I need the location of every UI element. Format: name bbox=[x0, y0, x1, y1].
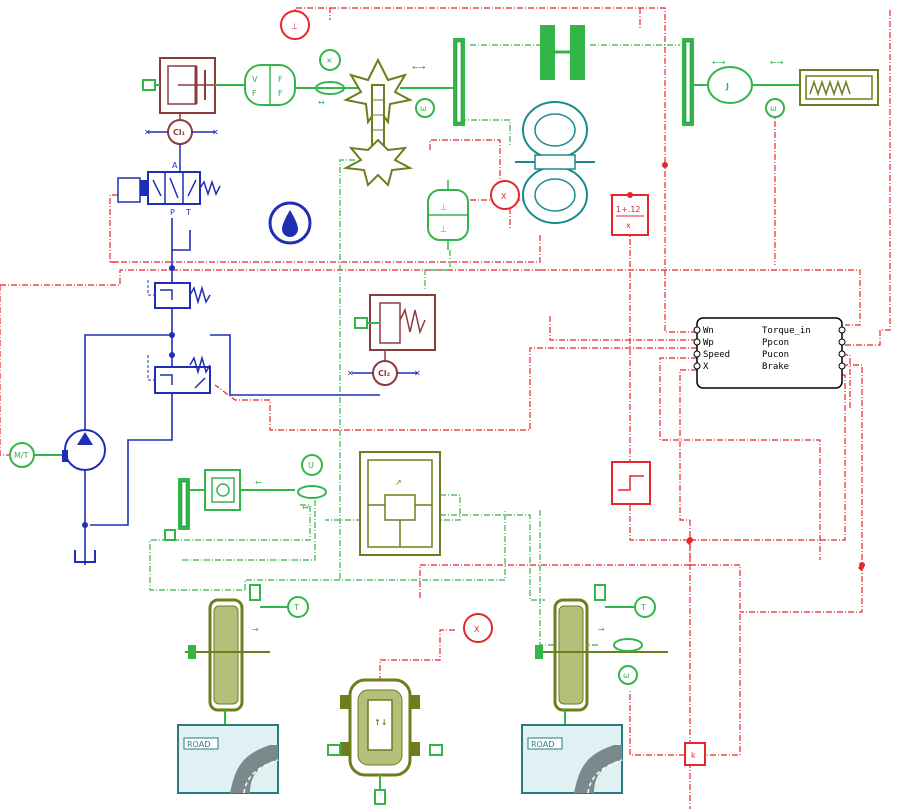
controller-output-4: Brake bbox=[762, 362, 789, 372]
controller-output-1: Torque_in bbox=[762, 326, 811, 336]
svg-text:←→: ←→ bbox=[770, 58, 784, 67]
port-label-p: P bbox=[170, 208, 175, 217]
svg-text:⊥: ⊥ bbox=[440, 203, 447, 212]
rotary-node-1[interactable]: × ↔ bbox=[295, 49, 360, 107]
svg-text:→: → bbox=[598, 625, 605, 634]
spline-bar-2[interactable] bbox=[682, 38, 694, 126]
clutch-1-pressure-chamber[interactable]: Cl₁ ✕ ✕ bbox=[144, 113, 219, 172]
svg-text:1+.12: 1+.12 bbox=[616, 205, 641, 214]
controller-input-4: X bbox=[703, 362, 709, 372]
engine-label: M/T bbox=[14, 451, 29, 460]
signal-source-x[interactable]: ⊥ bbox=[280, 10, 310, 40]
svg-text:✕: ✕ bbox=[414, 369, 421, 378]
svg-text:←: ← bbox=[255, 478, 262, 487]
shaft-output-1[interactable]: ←→ bbox=[400, 63, 455, 89]
clutch-actuator-2[interactable] bbox=[354, 294, 436, 351]
speed-sensor-3[interactable]: ω bbox=[618, 665, 638, 685]
controller-block[interactable]: Wn Wp Speed X Torque_in Ppcon Pucon Brak… bbox=[693, 317, 846, 389]
controller-output-3: Pucon bbox=[762, 350, 789, 360]
port-label-t: T bbox=[185, 208, 191, 217]
torque-sensor-right[interactable]: T bbox=[605, 596, 656, 618]
gain-label-2: X bbox=[474, 625, 480, 634]
inertia-label: J bbox=[725, 82, 729, 91]
vehicle-body-icon[interactable]: ↑↓ bbox=[327, 678, 443, 805]
engine-torque-source[interactable]: M/T bbox=[9, 442, 62, 468]
svg-text:✕: ✕ bbox=[212, 128, 219, 137]
svg-text:✕: ✕ bbox=[347, 369, 354, 378]
function-block[interactable]: 1+.12 x bbox=[611, 194, 649, 236]
right-wheel-assembly[interactable]: → bbox=[535, 584, 668, 725]
directional-control-valve[interactable]: A P T bbox=[117, 161, 221, 217]
inertia-block[interactable]: J ←→ ←→ bbox=[694, 58, 800, 104]
differential-box[interactable]: ↗ bbox=[359, 451, 441, 556]
speed-converter[interactable]: V F F F bbox=[244, 64, 296, 106]
hydraulic-splitter[interactable]: ⊥ ⊥ bbox=[427, 180, 469, 250]
svg-text:×: × bbox=[326, 56, 333, 65]
svg-text:◆: ◆ bbox=[686, 537, 693, 546]
spline-bar-3[interactable] bbox=[178, 478, 190, 530]
svg-text:⊥: ⊥ bbox=[291, 22, 298, 31]
pump-drive-spring[interactable]: ← bbox=[164, 469, 295, 541]
voltage-node[interactable]: U ↔ bbox=[297, 454, 327, 512]
svg-text:←→: ←→ bbox=[412, 63, 426, 72]
svg-text:←→: ←→ bbox=[712, 58, 726, 67]
svg-text:⊥: ⊥ bbox=[440, 225, 447, 234]
controller-input-3: Speed bbox=[703, 350, 730, 360]
speed-sensor-label-3: ω bbox=[623, 671, 630, 680]
gain-block-x-1[interactable]: X bbox=[490, 180, 520, 210]
svg-text:F: F bbox=[278, 75, 283, 84]
junction-markers: ◆ ◆ bbox=[627, 162, 865, 572]
voltage-label: U bbox=[308, 461, 314, 470]
torque-label-left: T bbox=[293, 603, 299, 612]
gain-k-label: k bbox=[691, 751, 696, 760]
controller-input-2: Wp bbox=[703, 338, 714, 348]
control-signal-lines bbox=[0, 7, 891, 809]
hydraulic-pump[interactable] bbox=[62, 429, 106, 471]
friction-clutch[interactable] bbox=[540, 25, 585, 80]
road-sign-left: ROAD bbox=[187, 740, 210, 749]
relief-valve-lower[interactable] bbox=[147, 265, 211, 394]
svg-text:↔: ↔ bbox=[318, 98, 325, 107]
gain-label-1: X bbox=[501, 192, 507, 201]
clutch-label-1: Cl₁ bbox=[173, 128, 186, 137]
svg-text:F: F bbox=[278, 89, 283, 98]
relief-valve-upper[interactable] bbox=[147, 280, 211, 309]
left-wheel-assembly[interactable]: → bbox=[185, 584, 270, 725]
svg-text:✕: ✕ bbox=[144, 128, 151, 137]
road-profile-icon[interactable]: ROAD bbox=[521, 724, 623, 794]
hydraulic-reservoir-icon[interactable] bbox=[268, 201, 312, 245]
port-label-a: A bbox=[172, 161, 178, 170]
svg-text:F: F bbox=[252, 89, 257, 98]
torque-label-right: T bbox=[640, 603, 646, 612]
svg-text:↑↓: ↑↓ bbox=[374, 718, 387, 727]
svg-text:V: V bbox=[252, 75, 258, 84]
gain-block-x-2[interactable]: X bbox=[463, 613, 493, 643]
clutch-actuator-1[interactable] bbox=[142, 57, 245, 114]
road-sign-right: ROAD bbox=[531, 740, 554, 749]
controller-input-1: Wn bbox=[703, 326, 714, 336]
electric-motor-icon[interactable] bbox=[799, 69, 879, 106]
speed-sensor-1[interactable]: ω bbox=[415, 98, 435, 118]
svg-text:↗: ↗ bbox=[395, 478, 402, 487]
torque-converter[interactable] bbox=[515, 101, 595, 224]
tank-icon bbox=[74, 522, 96, 563]
controller-output-2: Ppcon bbox=[762, 338, 789, 348]
torque-sensor-left[interactable]: T bbox=[260, 596, 309, 618]
clutch-2-pressure-chamber[interactable]: Cl₂ ✕ ✕ bbox=[347, 350, 421, 386]
step-signal-block[interactable] bbox=[611, 461, 651, 505]
svg-text:↔: ↔ bbox=[302, 503, 309, 512]
gain-block-k[interactable]: k bbox=[684, 742, 706, 766]
hydraulic-lines bbox=[84, 218, 380, 565]
speed-sensor-label-1: ω bbox=[420, 104, 427, 113]
road-profile-icon[interactable]: ROAD bbox=[177, 724, 279, 794]
svg-text:x: x bbox=[626, 221, 631, 230]
speed-sensor-label-2: ω bbox=[770, 104, 777, 113]
svg-text:◆: ◆ bbox=[858, 563, 865, 572]
svg-text:→: → bbox=[252, 625, 259, 634]
clutch-label-2: Cl₂ bbox=[378, 369, 391, 378]
planetary-gear-lower[interactable] bbox=[342, 138, 414, 187]
speed-sensor-2[interactable]: ω bbox=[765, 98, 785, 118]
spline-bar-1[interactable] bbox=[453, 38, 465, 126]
